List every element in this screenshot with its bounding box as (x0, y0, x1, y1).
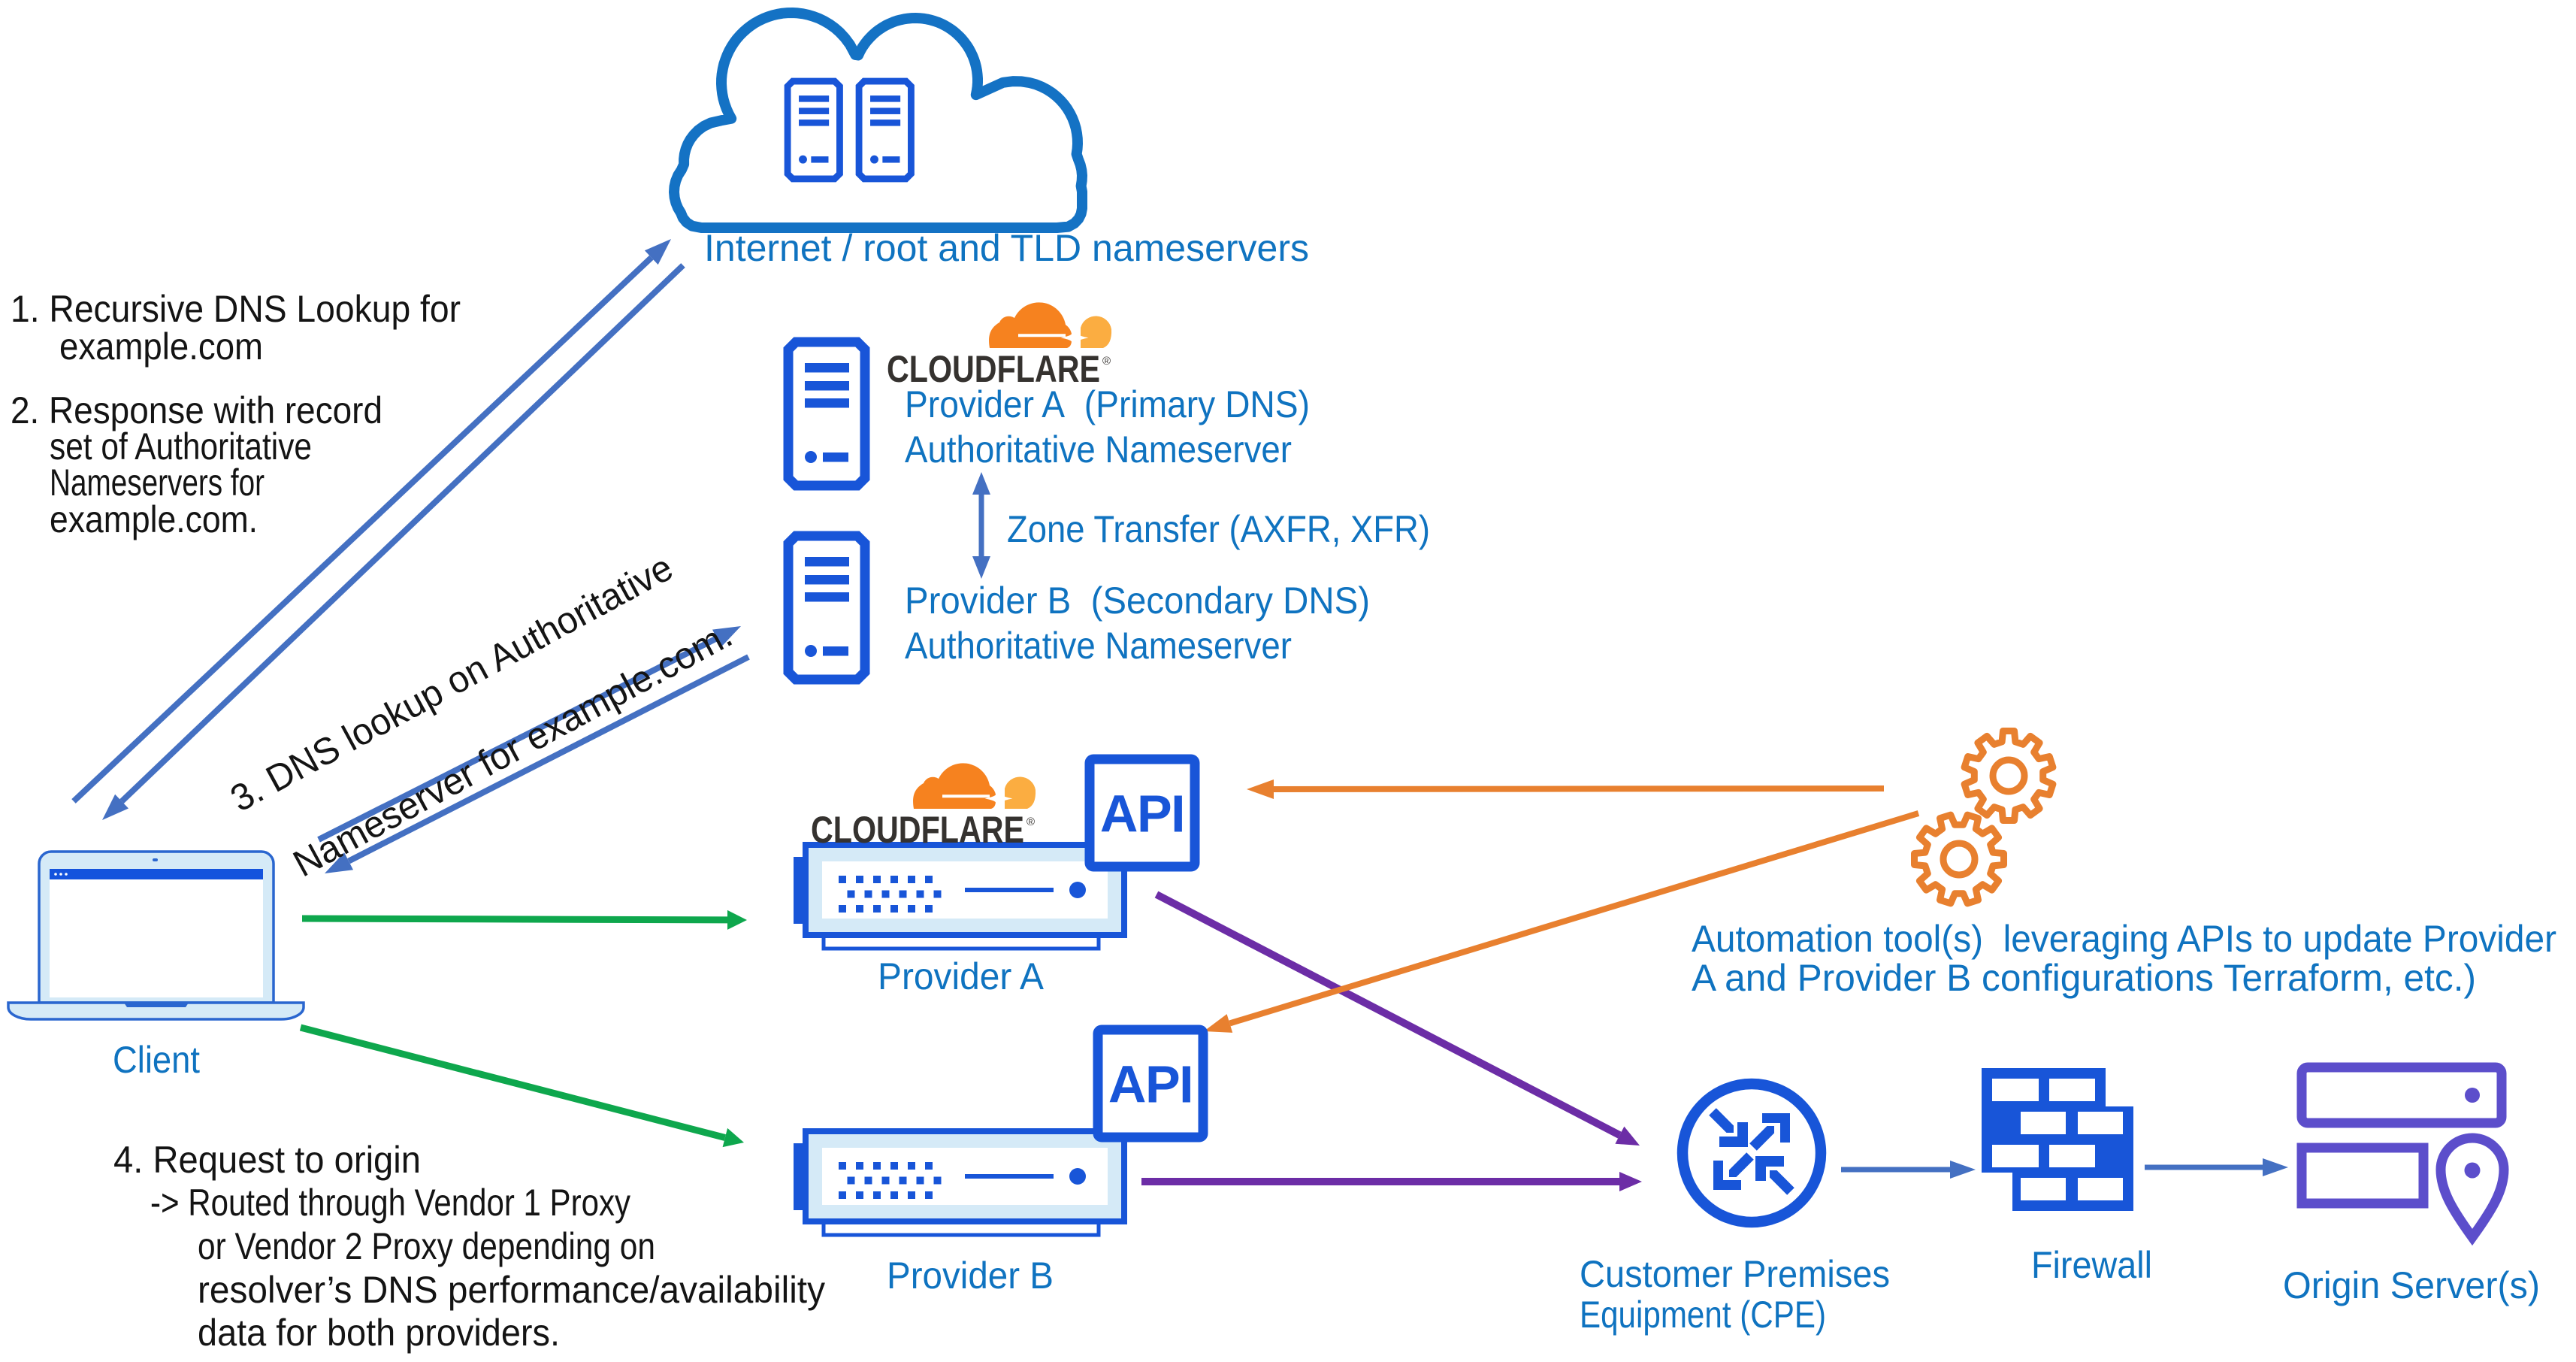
svg-text:4. Request to origin: 4. Request to origin (113, 1139, 421, 1181)
svg-text:API: API (1100, 785, 1184, 843)
svg-text:Origin Server(s): Origin Server(s) (2283, 1264, 2540, 1306)
svg-text:Client: Client (113, 1039, 200, 1081)
svg-text:Provider B (Secondary DNS): Provider B (Secondary DNS) (905, 580, 1370, 622)
svg-text:resolver’s DNS performance/ava: resolver’s DNS performance/availability (198, 1269, 825, 1311)
svg-text:Authoritative Nameserver: Authoritative Nameserver (905, 428, 1292, 471)
svg-text:1. Recursive DNS Lookup for: 1. Recursive DNS Lookup for (11, 288, 461, 330)
svg-text:Customer Premises: Customer Premises (1580, 1253, 1890, 1295)
svg-text:Equipment (CPE): Equipment (CPE) (1580, 1294, 1826, 1336)
svg-text:Zone Transfer (AXFR, XFR): Zone Transfer (AXFR, XFR) (1007, 508, 1430, 550)
svg-text:CLOUDFLARE: CLOUDFLARE (811, 809, 1024, 851)
svg-text:®: ® (1026, 816, 1035, 828)
svg-text:Internet / root and TLD namese: Internet / root and TLD nameservers (704, 227, 1309, 269)
svg-text:Firewall: Firewall (2031, 1244, 2152, 1286)
svg-text:example.com.: example.com. (50, 498, 258, 540)
svg-text:A and Provider B configuration: A and Provider B configurations Terrafor… (1692, 957, 2476, 999)
svg-text:Authoritative Nameserver: Authoritative Nameserver (905, 625, 1292, 667)
svg-text:Provider A: Provider A (878, 955, 1045, 997)
svg-text:example.com: example.com (59, 325, 263, 368)
svg-text:-> Routed through Vendor 1 Pro: -> Routed through Vendor 1 Proxy (150, 1182, 630, 1224)
svg-text:Nameservers for: Nameservers for (50, 462, 265, 504)
svg-text:®: ® (1102, 355, 1111, 368)
svg-text:API: API (1108, 1055, 1193, 1114)
svg-text:Automation tool(s) leveraging: Automation tool(s) leveraging APIs to up… (1692, 918, 2556, 960)
svg-text:Provider B: Provider B (887, 1255, 1054, 1297)
svg-text:set of Authoritative: set of Authoritative (50, 425, 312, 468)
svg-text:or Vendor 2 Proxy depending on: or Vendor 2 Proxy depending on (198, 1225, 655, 1267)
svg-text:Provider A (Primary DNS): Provider A (Primary DNS) (905, 383, 1310, 425)
svg-text:data for both providers.: data for both providers. (198, 1312, 560, 1354)
svg-text:2. Response with record: 2. Response with record (11, 389, 382, 431)
svg-text:CLOUDFLARE: CLOUDFLARE (887, 348, 1100, 390)
